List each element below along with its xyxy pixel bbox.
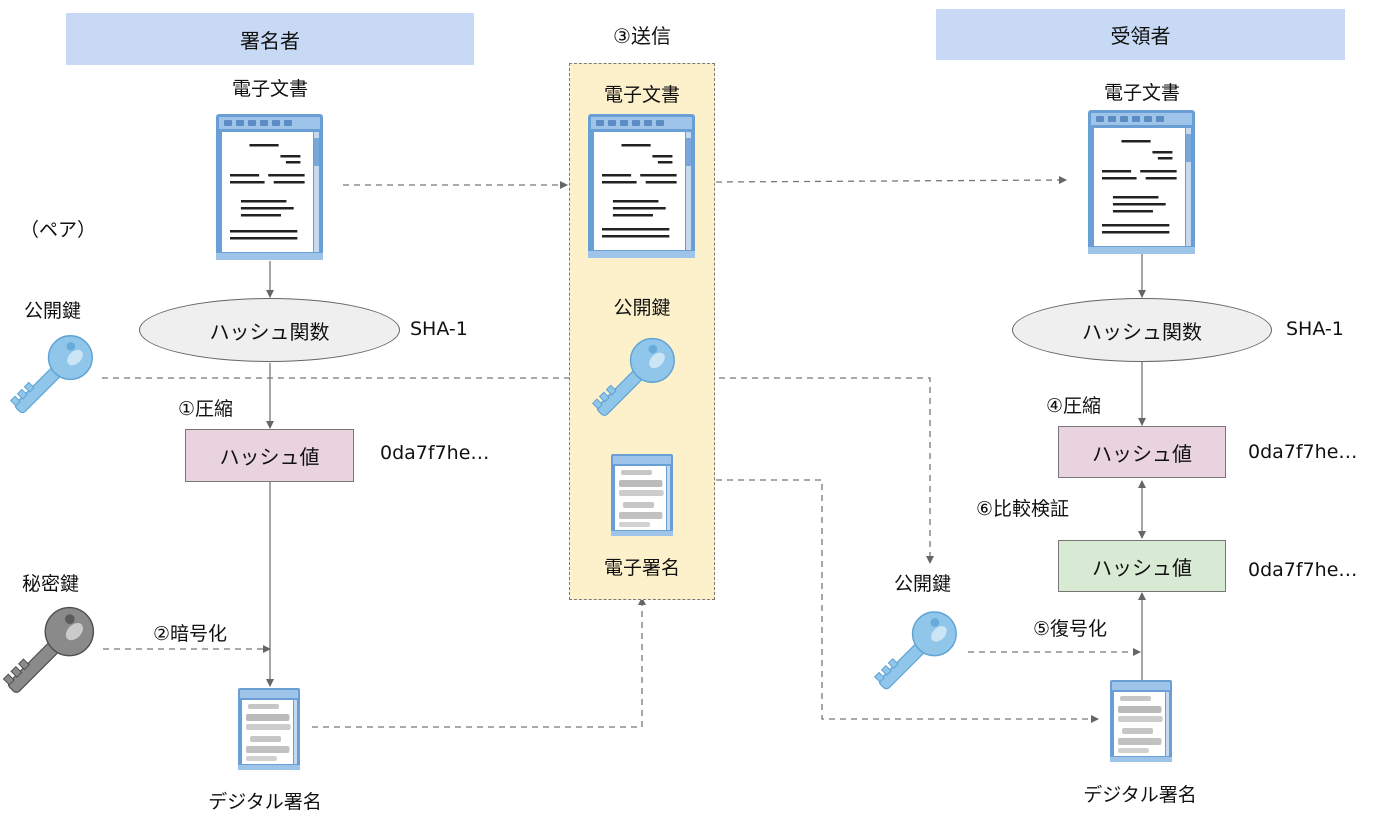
decrypted-hash-value: ハッシュ値: [1058, 540, 1226, 592]
public-key-icon: [591, 337, 675, 416]
signer-signature-label: デジタル署名: [208, 791, 322, 813]
signer-algorithm: SHA-1: [410, 318, 468, 340]
document-icon: [588, 114, 695, 258]
send-document-label: 電子文書: [603, 84, 681, 106]
signature-document-icon: [238, 688, 300, 770]
signature-document-icon: [1110, 680, 1172, 762]
signer-hash-output: 0da7f7he…: [380, 442, 490, 464]
public-key-icon: [873, 611, 957, 690]
receiver-algorithm: SHA-1: [1286, 318, 1344, 340]
send-public-key-label: 公開鍵: [613, 297, 671, 319]
receiver-step-verify: ⑥比較検証: [976, 498, 1070, 520]
receiver-step-decrypt: ⑤復号化: [1033, 618, 1108, 640]
arrow-send-signature-to-receiver: [672, 479, 1099, 723]
signer-hash-function: ハッシュ関数: [139, 298, 400, 362]
receiver-hash-value: ハッシュ値: [1058, 426, 1226, 478]
receiver-hash-function: ハッシュ関数: [1012, 298, 1272, 362]
send-signature-label: 電子署名: [603, 557, 681, 579]
receiver-step-compress: ④圧縮: [1046, 395, 1102, 417]
signer-hash-value: ハッシュ値: [185, 429, 354, 482]
receiver-signature-label: デジタル署名: [1083, 784, 1197, 806]
decrypted-hash-output: 0da7f7he…: [1248, 559, 1358, 581]
receiver-public-key-label: 公開鍵: [894, 573, 952, 595]
send-header: ③送信: [613, 24, 671, 48]
public-key-icon: [9, 335, 93, 414]
arrow-signature-to-send: [312, 597, 646, 728]
signature-document-icon: [611, 454, 673, 536]
private-key-icon: [2, 606, 95, 693]
pair-label: （ペア）: [20, 219, 97, 241]
signer-header: 署名者: [66, 13, 474, 65]
signer-public-key-label: 公開鍵: [24, 300, 82, 322]
arrow-send-to-receiver-doc: [715, 176, 1067, 185]
document-icon: [1088, 110, 1195, 254]
signer-step-encrypt: ②暗号化: [153, 623, 228, 645]
document-icon: [216, 114, 323, 260]
arrow-send-public-key-to-receiver: [686, 377, 934, 564]
receiver-hash-output: 0da7f7he…: [1248, 441, 1358, 463]
signer-step-compress: ①圧縮: [178, 398, 234, 420]
receiver-document-label: 電子文書: [1103, 82, 1181, 104]
receiver-header: 受領者: [936, 9, 1345, 60]
signer-document-label: 電子文書: [231, 78, 309, 100]
private-key-label: 秘密鍵: [22, 573, 80, 595]
